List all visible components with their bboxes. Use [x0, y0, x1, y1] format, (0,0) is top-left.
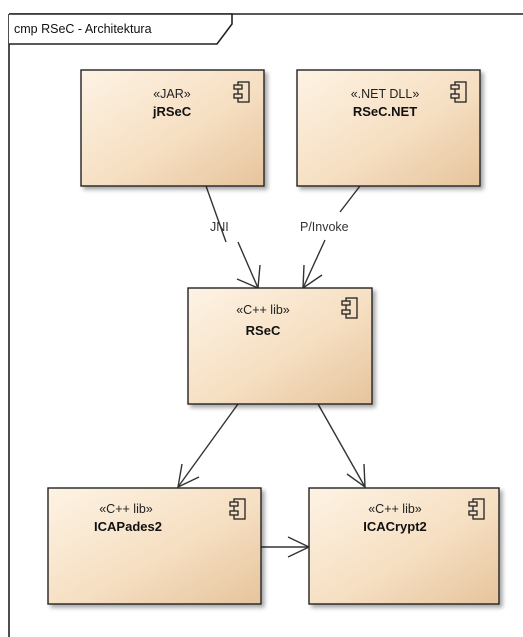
edge-rsecnet-to-rsec-tail: [302, 239, 326, 289]
edge-rsec-to-icacrypt2: [317, 403, 366, 488]
uml-component-icon: [233, 81, 250, 103]
component-rsec[interactable]: «C++ lib» RSeC: [187, 287, 373, 405]
edge-label-jni: JNI: [210, 220, 229, 234]
component-rsec-net[interactable]: «.NET DLL» RSeC.NET: [296, 69, 481, 187]
component-stereotype: «C++ lib»: [236, 303, 290, 317]
edge-label-pinvoke: P/Invoke: [300, 220, 349, 234]
arrowhead-rsec-to-icacrypt2: [346, 463, 366, 489]
uml-component-icon: [341, 297, 358, 319]
frame-title: cmp RSeC - Architektura: [14, 22, 152, 36]
dependency-edges: [177, 185, 366, 558]
edge-labels: JNI P/Invoke: [210, 220, 349, 234]
frame-title-tab: [9, 13, 233, 45]
uml-component-icon: [450, 81, 467, 103]
component-icacrypt2[interactable]: «C++ lib» ICACrypt2: [308, 487, 500, 605]
component-name: jRSeC: [152, 104, 192, 119]
component-stereotype: «C++ lib»: [99, 502, 153, 516]
component-stereotype: «C++ lib»: [368, 502, 422, 516]
edge-jrsec-to-rsec-tail: [237, 241, 259, 289]
components: «JAR» jRSeC «.NET DLL» RSeC.NET «C++ lib…: [47, 69, 500, 605]
edge-rsec-to-icapades2: [177, 403, 239, 488]
component-name: RSeC.NET: [353, 104, 417, 119]
component-name: ICAPades2: [94, 519, 162, 534]
uml-component-icon: [468, 498, 485, 520]
component-name: ICACrypt2: [363, 519, 427, 534]
component-icapades2[interactable]: «C++ lib» ICAPades2: [47, 487, 262, 605]
edge-jrsec-to-rsec: [205, 185, 227, 243]
component-jrsec[interactable]: «JAR» jRSeC: [80, 69, 265, 187]
component-name: RSeC: [246, 323, 281, 338]
arrowhead-rsec-to-icapades2: [177, 463, 200, 489]
diagram-frame: cmp RSeC - Architektura: [8, 13, 523, 637]
uml-component-icon: [229, 498, 246, 520]
component-stereotype: «.NET DLL»: [351, 87, 420, 101]
component-stereotype: «JAR»: [153, 87, 191, 101]
edge-rsecnet-to-rsec: [339, 185, 361, 213]
